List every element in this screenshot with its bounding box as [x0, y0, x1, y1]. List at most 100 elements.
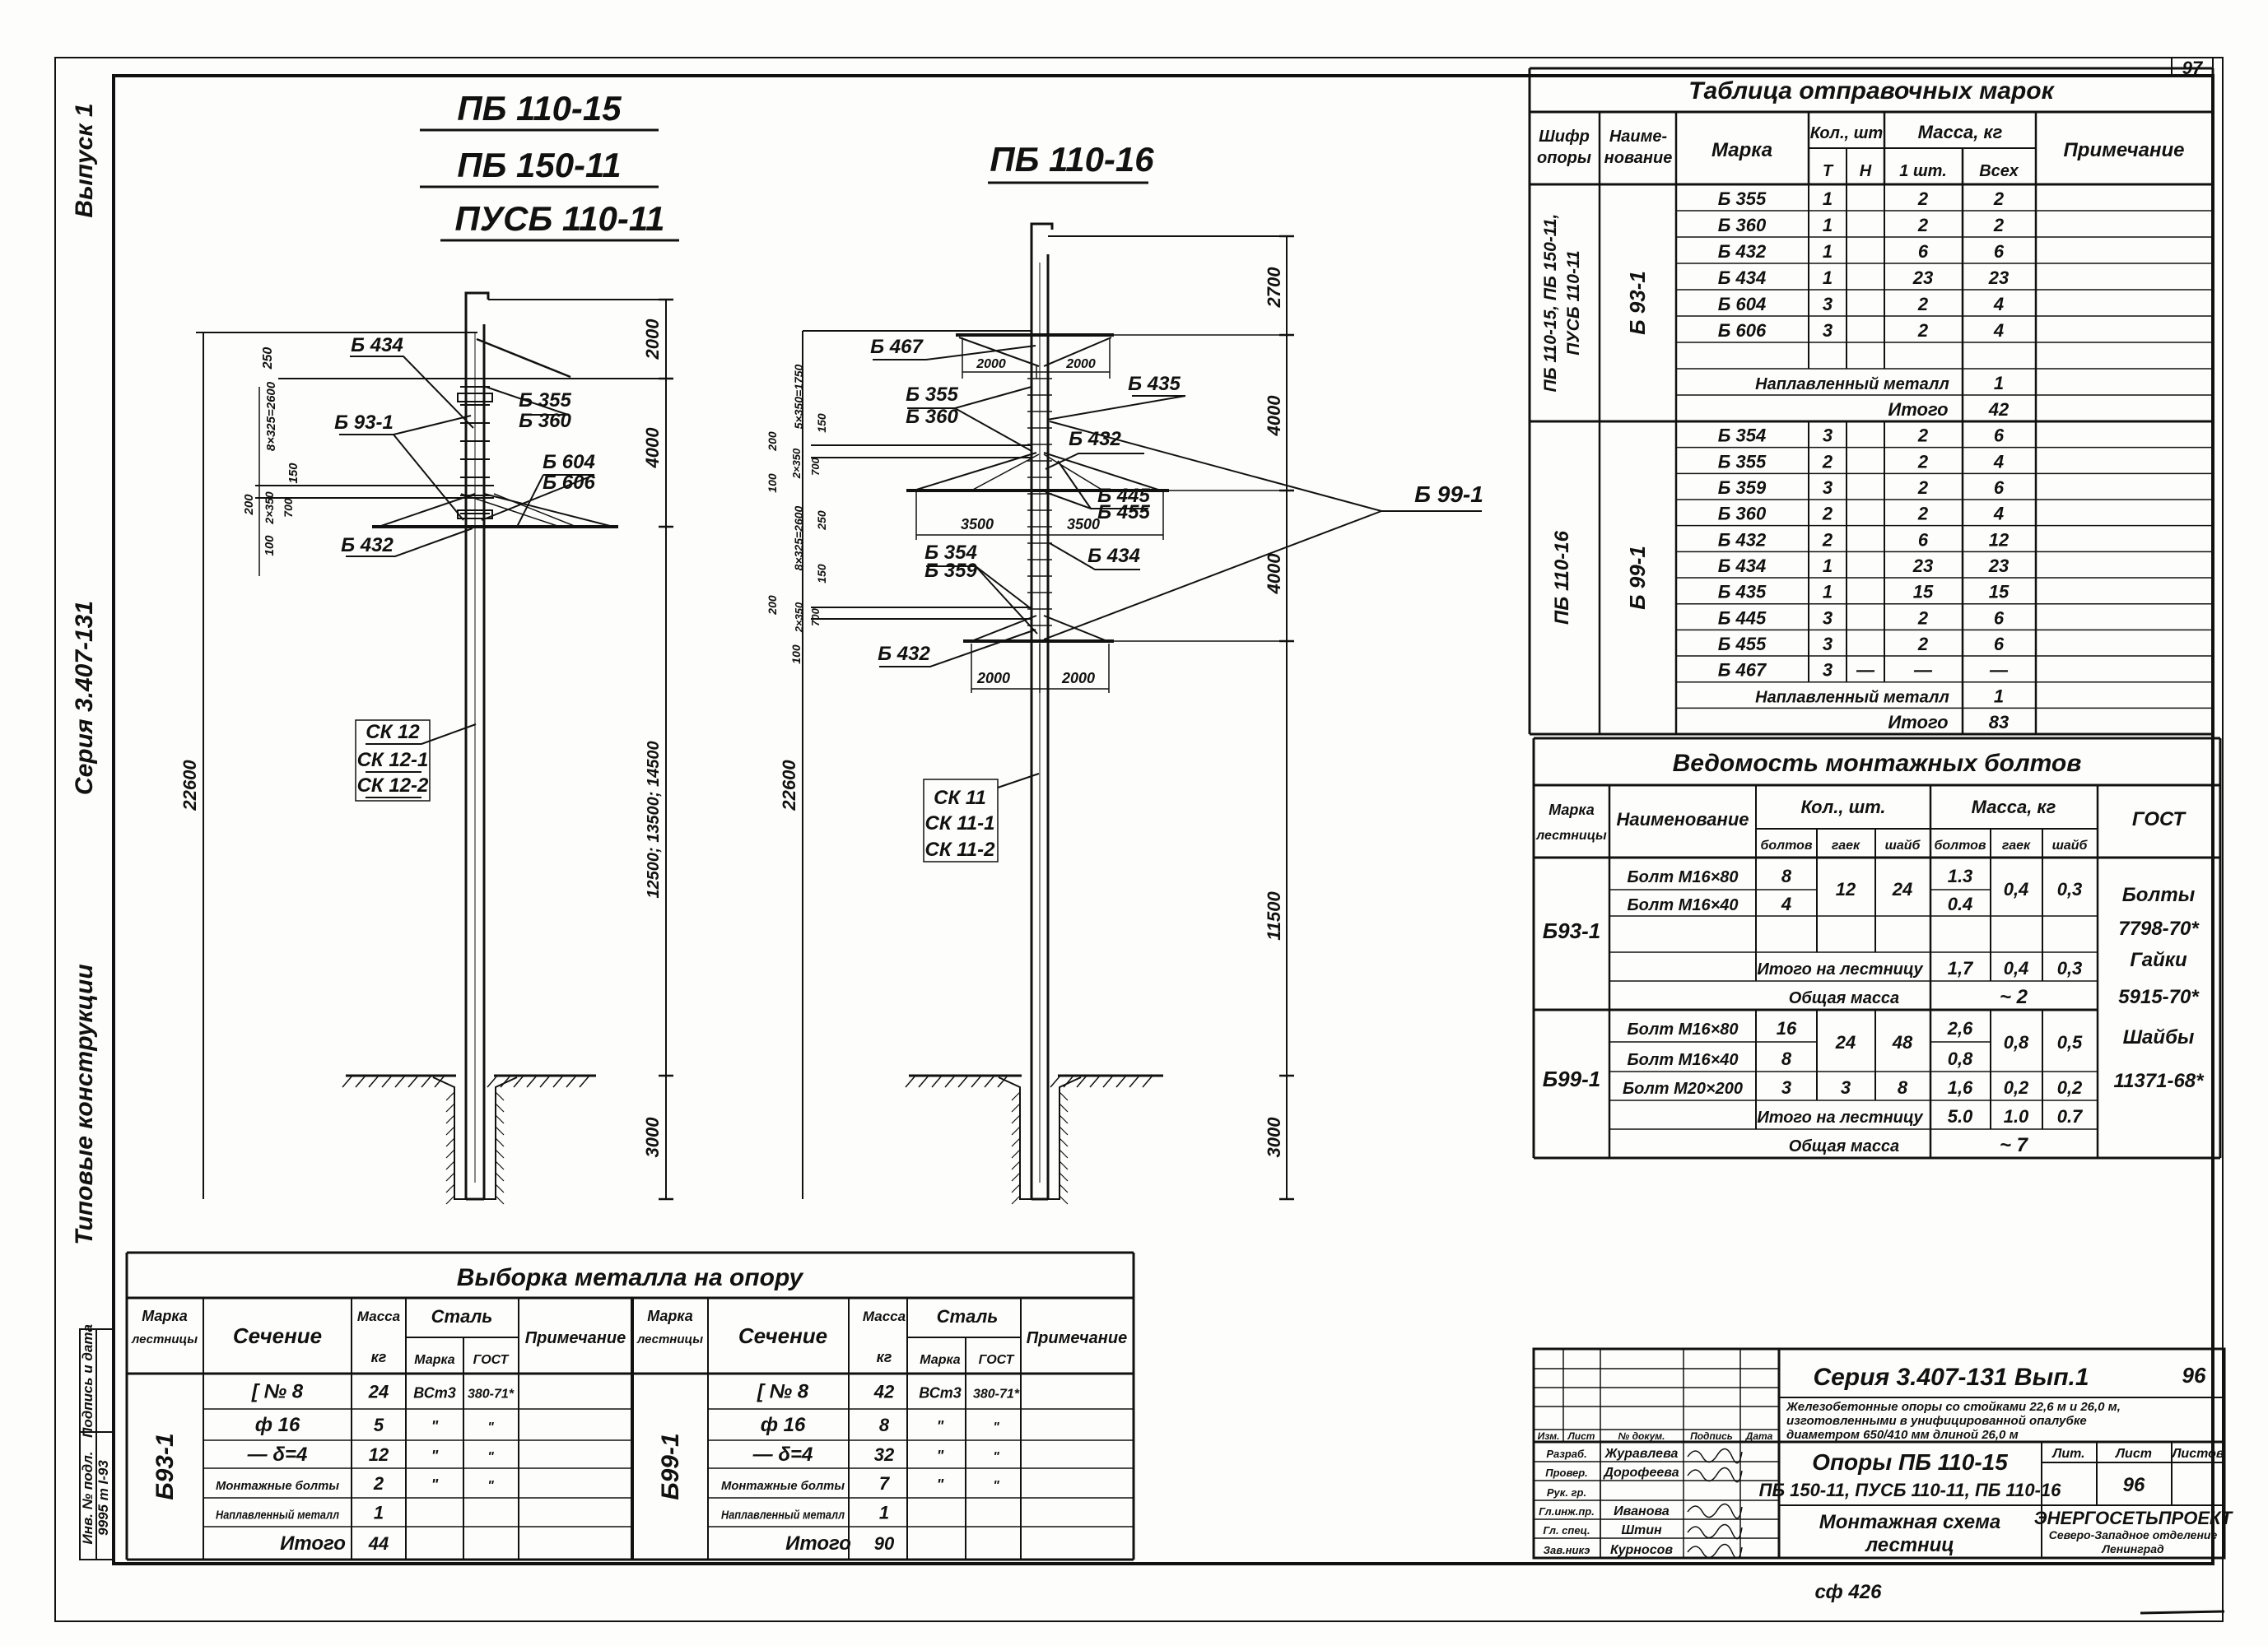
line — [483, 493, 614, 528]
row-gost: " — [487, 1450, 494, 1464]
row-grade: ВСт3 — [919, 1385, 962, 1402]
line — [971, 453, 1040, 491]
sheets-label: Листов — [2171, 1447, 2224, 1461]
line — [495, 1091, 505, 1101]
nuts-mass: 0,8 — [2004, 1032, 2029, 1053]
dimension-label: 4000 — [1264, 553, 1284, 595]
dimension-label: 22600 — [179, 760, 200, 811]
dimension-label: 100 — [766, 473, 779, 493]
column-header: Лист — [1567, 1430, 1595, 1442]
total-value: 42 — [1988, 399, 2010, 420]
line — [495, 1160, 505, 1170]
page-number-box — [2171, 57, 2214, 77]
leader-line — [481, 474, 595, 521]
leader-line — [1046, 395, 1186, 421]
mark-label: Б 360 — [906, 406, 958, 428]
row-gost: 380-71* — [973, 1388, 1020, 1402]
role-label: Рук. гр. — [1547, 1486, 1586, 1499]
dimension-label: 700 — [809, 457, 822, 475]
header-gost: ГОСТ — [473, 1353, 510, 1367]
gost-reference: Гайки — [2130, 949, 2187, 971]
stamp-inv-value: 9995 т I-93 — [95, 1460, 111, 1536]
total-label: Итого — [1888, 399, 1948, 420]
dimension-label: 200 — [242, 494, 256, 516]
leader-line — [485, 386, 569, 416]
line — [957, 1075, 969, 1088]
line — [368, 1075, 380, 1088]
row-qty-t: 3 — [1823, 425, 1833, 446]
line — [445, 1160, 455, 1170]
line — [1059, 1126, 1069, 1136]
welded-metal-label: Наплавленный металл — [1755, 375, 1949, 393]
dimension-label: 11500 — [1264, 890, 1284, 940]
subtotal-value: 0,3 — [2057, 958, 2083, 979]
row-gost: " — [487, 1479, 494, 1493]
signer-name: Штин — [1621, 1523, 1662, 1537]
leader-line — [997, 773, 1040, 788]
drawing-name: лестниц — [1865, 1534, 1954, 1556]
ladder-mark: Б99-1 — [1543, 1067, 1600, 1091]
subtotal-value: 1,7 — [1948, 958, 1974, 979]
row-mark: Б 355 — [1718, 188, 1767, 209]
signature — [1687, 1503, 1743, 1519]
leader-line — [1049, 542, 1140, 570]
drawing-title-line1: Опоры ПБ 110-15 — [1812, 1449, 2008, 1475]
row-mark: Б 355 — [1718, 451, 1767, 472]
drawing-title: ПБ 110-16 — [990, 140, 1154, 179]
signature — [1687, 1523, 1743, 1540]
row-mark: Б 432 — [1718, 241, 1767, 262]
row-section: — δ=4 — [752, 1444, 813, 1466]
row-mass-all: 6 — [1994, 607, 2005, 628]
row-section: Итого — [785, 1532, 851, 1555]
header-name: Наименование — [1617, 809, 1749, 830]
row-mass-one: 2 — [1917, 477, 1929, 498]
row-mark: Б 434 — [1718, 267, 1766, 288]
line — [905, 1075, 916, 1088]
row-gost: " — [993, 1450, 999, 1464]
line — [1115, 1075, 1127, 1088]
description-line: изготовленными в унифицированной опалубк… — [1786, 1414, 2087, 1428]
dimension-label: 2000 — [976, 357, 1006, 371]
row-code: ПБ 110-16 — [1551, 530, 1573, 625]
row-qty-t: 1 — [1823, 582, 1833, 602]
leader-line — [1045, 453, 1144, 470]
line — [495, 1183, 505, 1193]
line — [445, 1103, 455, 1113]
row-name: Б 99-1 — [1625, 546, 1650, 610]
row-qty-t: 3 — [1823, 320, 1833, 341]
bolt-name: Болт М16×40 — [1628, 896, 1739, 914]
header-mass: Масса, кг — [1918, 122, 2003, 142]
description-line: Железобетонные опоры со стойками 22,6 м … — [1786, 1400, 2121, 1414]
line — [913, 452, 1037, 491]
mark-label: Б 435 — [1128, 373, 1181, 395]
header-section: Сечение — [738, 1323, 827, 1348]
drawing-title-line2: ПБ 150-11, ПУСБ 110-11, ПБ 110-16 — [1759, 1480, 2062, 1500]
line — [552, 1075, 564, 1088]
row-section: [ № 8 — [251, 1381, 304, 1403]
row-mass-all: 6 — [1994, 634, 2005, 654]
header-code: Шифр — [1539, 128, 1590, 146]
inner-border — [112, 74, 2214, 1565]
line — [445, 1183, 455, 1193]
sidebar-category: Типовые конструкции — [71, 964, 98, 1244]
line — [1043, 453, 1104, 491]
dimension-label: 2000 — [976, 670, 1010, 686]
row-mass-one: 2 — [1917, 294, 1929, 314]
nuts-mass: 0,4 — [2004, 879, 2029, 900]
drawing-title: ПБ 150-11 — [457, 146, 621, 184]
dimension-label: 250 — [261, 347, 275, 370]
line — [1059, 1172, 1069, 1182]
dimension-label: 2×350 — [790, 448, 803, 479]
dimension-label: 2×350 — [263, 491, 276, 525]
row-mass-one: 6 — [1918, 241, 1929, 262]
line — [1089, 1075, 1101, 1088]
mark-label: СК 12-1 — [357, 749, 429, 771]
dimension-label: 2700 — [1264, 267, 1284, 309]
section-label-box — [355, 719, 431, 802]
header-gost: ГОСТ — [979, 1353, 1015, 1367]
mark-label: Б 355 — [906, 384, 958, 406]
title-block-frame — [1532, 1347, 2226, 1560]
leader-line — [873, 345, 1036, 360]
line — [1050, 1075, 1061, 1088]
